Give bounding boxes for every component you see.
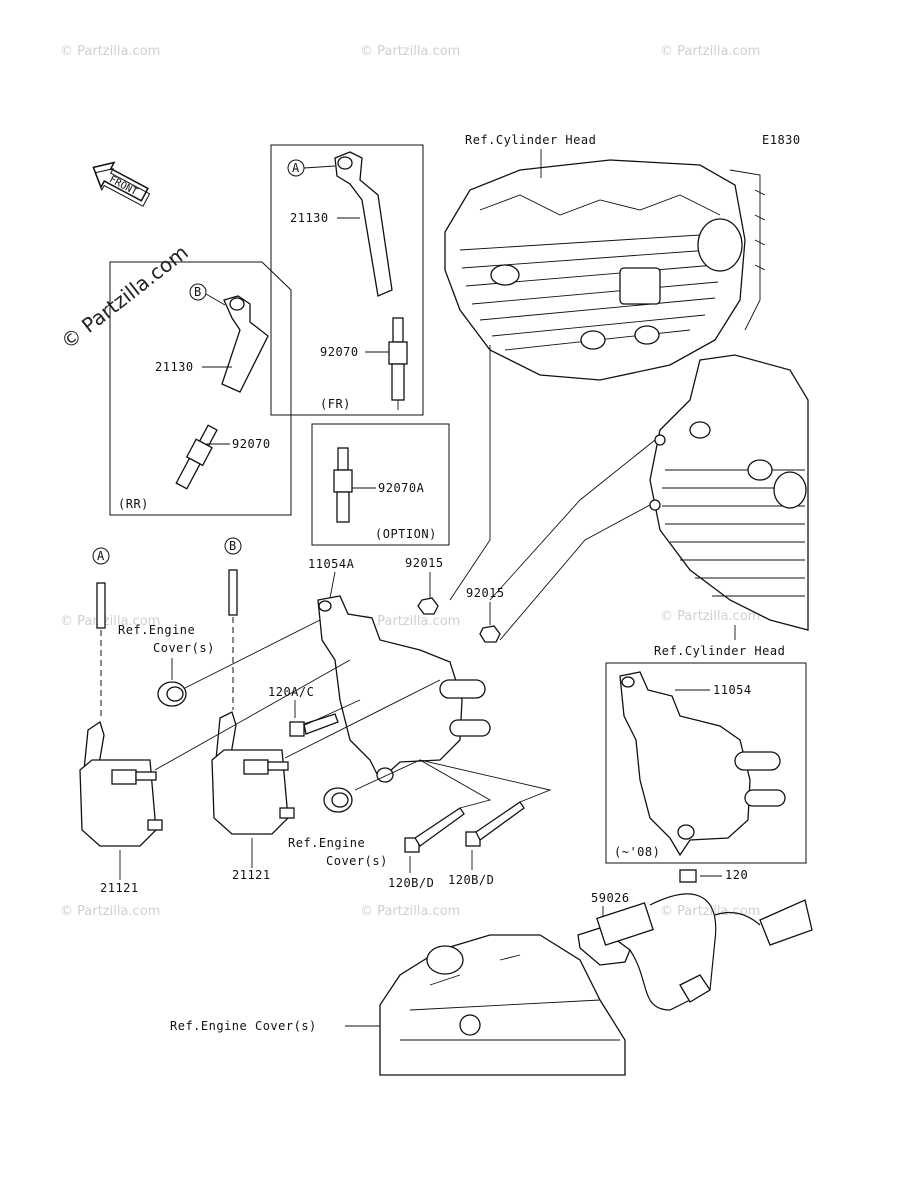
part-callout-label: 92015 bbox=[466, 586, 505, 600]
part-callout-label: 92070 bbox=[232, 437, 271, 451]
part-callout-label: 120B/D bbox=[388, 876, 434, 890]
ref-cylinder-head-right: Ref.Cylinder Head bbox=[654, 644, 785, 658]
lead-circle-b bbox=[224, 537, 242, 555]
part-callout-label: 92070 bbox=[320, 345, 359, 359]
lead-b-tube bbox=[228, 569, 238, 616]
part-callout-label: 21130 bbox=[155, 360, 194, 374]
part-callout-label: (OPTION) bbox=[375, 527, 437, 541]
part-callout-label: Ref.Engine bbox=[288, 836, 365, 850]
part-callout-label: Cover(s) bbox=[153, 641, 215, 655]
part-callout-label: 11054 bbox=[713, 683, 752, 697]
lead-circle-a bbox=[92, 547, 110, 565]
watermark-text: © Partzilla.com bbox=[60, 904, 160, 919]
watermark-text: © Partzilla.com bbox=[660, 609, 760, 624]
watermark-text: © Partzilla.com bbox=[360, 904, 460, 919]
part-callout-label: 92070A bbox=[378, 481, 425, 495]
projection-lines bbox=[154, 345, 656, 809]
sensor-59026 bbox=[577, 869, 813, 1011]
coil-bracket-11054 bbox=[619, 671, 786, 857]
part-callout-label: (FR) bbox=[320, 397, 351, 411]
nut-92015-b bbox=[479, 625, 501, 643]
part-callout-label: 21121 bbox=[232, 868, 271, 882]
coil-bracket-11054a bbox=[317, 595, 491, 783]
part-callout-label: 120 bbox=[725, 868, 748, 882]
spark-plug-rr bbox=[175, 424, 218, 490]
part-callout-label: (~'08) bbox=[614, 845, 660, 859]
ignition-coil-right bbox=[211, 711, 295, 835]
option-box bbox=[311, 423, 450, 546]
inset-box bbox=[605, 662, 807, 864]
nut-92015-a bbox=[417, 597, 439, 615]
part-callout-label: A bbox=[292, 161, 300, 175]
watermark-text: © Partzilla.com bbox=[60, 44, 160, 59]
diagram-code: E1830 bbox=[762, 133, 801, 147]
part-callout-label: Cover(s) bbox=[326, 854, 388, 868]
part-callout-label: A bbox=[97, 549, 105, 563]
watermark-diagonal: © Partzilla.com bbox=[56, 240, 192, 354]
part-callout-label: 21130 bbox=[290, 211, 329, 225]
part-callout-label: 120A/C bbox=[268, 685, 314, 699]
rr-box bbox=[109, 261, 292, 516]
cylinder-head-right bbox=[649, 354, 809, 631]
spark-plug-option bbox=[333, 447, 353, 523]
spark-plug-fr bbox=[388, 317, 408, 410]
bolt-120bd-a bbox=[404, 807, 465, 853]
part-callout-label: 120B/D bbox=[448, 873, 494, 887]
part-callout-label: B bbox=[229, 539, 237, 553]
engine-cover-bottom bbox=[379, 934, 626, 1076]
watermark-text: © Partzilla.com bbox=[660, 904, 760, 919]
watermark-text: © Partzilla.com bbox=[660, 44, 760, 59]
part-callout-label: Ref.Engine bbox=[118, 623, 195, 637]
watermark-text: © Partzilla.com bbox=[60, 614, 160, 629]
part-callout-label: 11054A bbox=[308, 557, 355, 571]
watermark-text: © Partzilla.com bbox=[360, 614, 460, 629]
ignition-coil-left bbox=[79, 720, 163, 847]
ref-cylinder-head-top: Ref.Cylinder Head bbox=[465, 133, 596, 147]
part-callout-label: (RR) bbox=[118, 497, 149, 511]
part-callout-label: 92015 bbox=[405, 556, 444, 570]
cylinder-head-top bbox=[444, 159, 766, 381]
front-arrow-icon: FRONT bbox=[92, 161, 151, 207]
part-callout-label: Ref.Engine Cover(s) bbox=[170, 1019, 317, 1033]
plug-cap-rr bbox=[221, 295, 269, 393]
bolt-120bd-b bbox=[465, 801, 525, 847]
plug-cap-fr bbox=[334, 151, 393, 297]
part-callout-label: 21121 bbox=[100, 881, 139, 895]
part-callout-label: B bbox=[194, 285, 202, 299]
fr-box bbox=[270, 144, 424, 416]
watermark-text: © Partzilla.com bbox=[360, 44, 460, 59]
part-callout-label: 59026 bbox=[591, 891, 630, 905]
callout-circle-b bbox=[189, 283, 207, 301]
lead-a-tube bbox=[96, 582, 106, 629]
bolt-120ac bbox=[289, 713, 339, 737]
